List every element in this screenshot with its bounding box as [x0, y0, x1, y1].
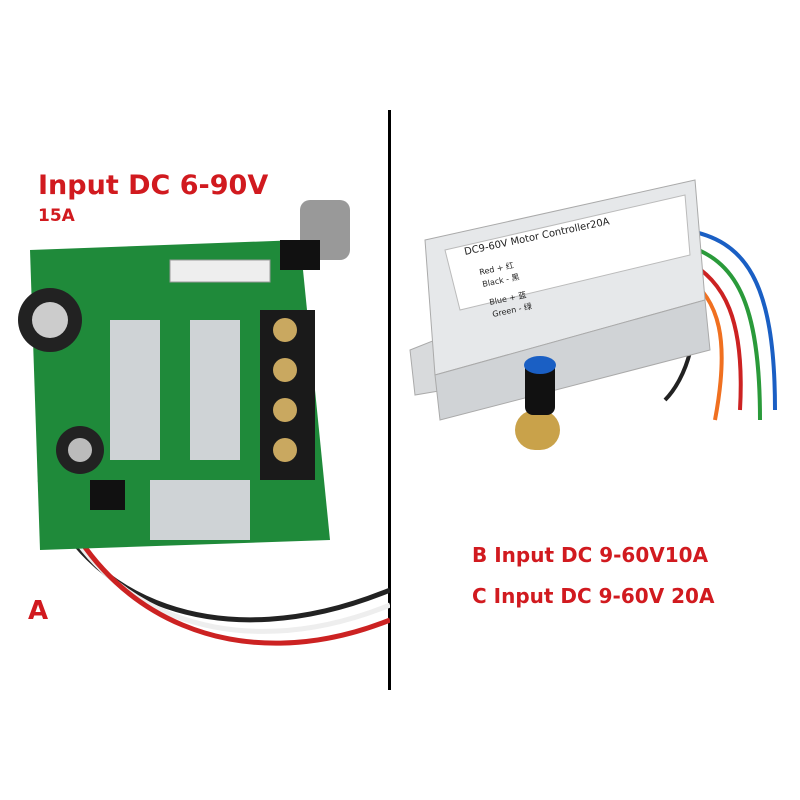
product-a-current-label: 15A [38, 206, 75, 226]
product-b-label: B Input DC 9-60V10A [472, 543, 709, 567]
product-c-label: C Input DC 9-60V 20A [472, 584, 715, 608]
divider-line [388, 110, 391, 690]
product-a-letter: A [28, 596, 49, 626]
product-a-voltage-label: Input DC 6-90V [38, 170, 269, 201]
box-controller-image: DC9-60V Motor Controller20A Red + 红 Blac… [409, 179, 777, 450]
pcb-controller-image [18, 200, 390, 646]
